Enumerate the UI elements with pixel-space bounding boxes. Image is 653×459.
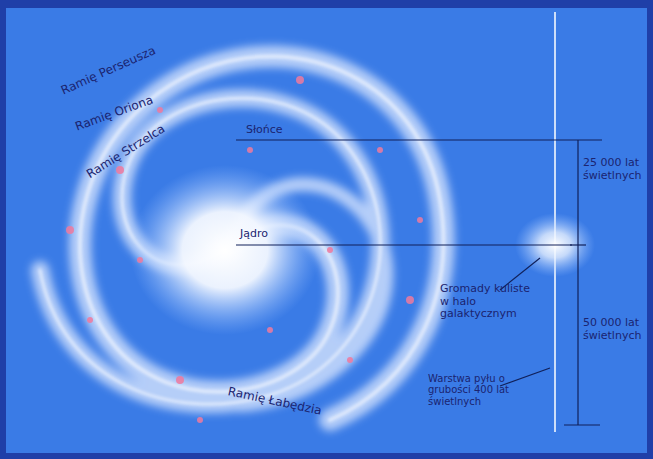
- dust-layer-label: Warstwa pyłu o grubości 400 lat świetlny…: [428, 373, 518, 408]
- core-label: Jądro: [240, 228, 268, 241]
- sun-label: Słońce: [246, 124, 283, 137]
- dimension-label: 50 000 lat świetlnych: [583, 317, 649, 342]
- cluster-label: Gromady kuliste w halo galaktycznym: [440, 283, 540, 321]
- dimension-label: 25 000 lat świetlnych: [583, 157, 649, 182]
